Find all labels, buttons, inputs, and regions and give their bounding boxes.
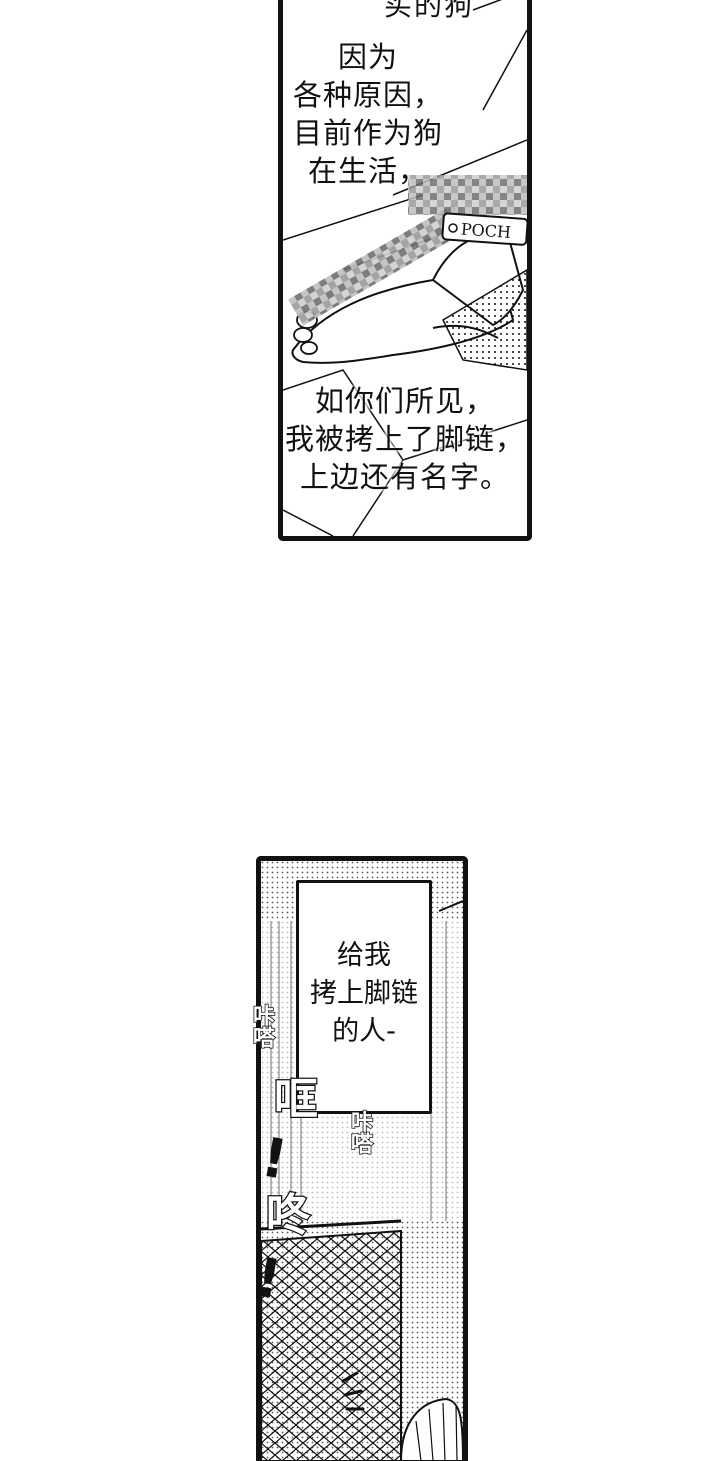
collar-tag-text: POCH bbox=[460, 219, 511, 241]
foot-chain-illustration: POCH bbox=[283, 0, 527, 536]
caption-line: 拷上脚链 bbox=[310, 978, 418, 1009]
narration-line: 如你们所见， bbox=[314, 384, 495, 418]
caption-line: 的人- bbox=[332, 1016, 396, 1047]
sfx-bang-dong: 咚 bbox=[265, 1190, 312, 1241]
narration-line: 因为 bbox=[337, 40, 398, 74]
narration-line: 上边还有名字。 bbox=[299, 460, 510, 494]
narration-line: 我被拷上了脚链， bbox=[284, 422, 525, 456]
narration-bottom: 如你们所见， 我被拷上了脚链， 上边还有名字。 bbox=[283, 382, 527, 496]
cut-off-caption: 买的狗 bbox=[384, 0, 475, 22]
narration-line: 目前作为狗 bbox=[292, 116, 443, 150]
caption-line: 给我 bbox=[337, 940, 391, 971]
narration-line: 各种原因， bbox=[292, 78, 443, 112]
sfx-click-right: 咔嗒 bbox=[346, 1109, 373, 1155]
caption-box: 给我 拷上脚链 的人- bbox=[296, 880, 432, 1114]
sfx-click-left: 咔嗒 bbox=[248, 1003, 275, 1049]
manga-panel-1: POCH 因为 各种原因， 目前作为狗 在生活， 如你们所见， 我被拷上了脚链，… bbox=[278, 0, 532, 541]
sfx-bang-kuang: 哐 bbox=[273, 1074, 320, 1125]
narration-top: 因为 各种原因， 目前作为狗 在生活， bbox=[283, 38, 453, 190]
narration-line: 在生活， bbox=[307, 154, 428, 188]
